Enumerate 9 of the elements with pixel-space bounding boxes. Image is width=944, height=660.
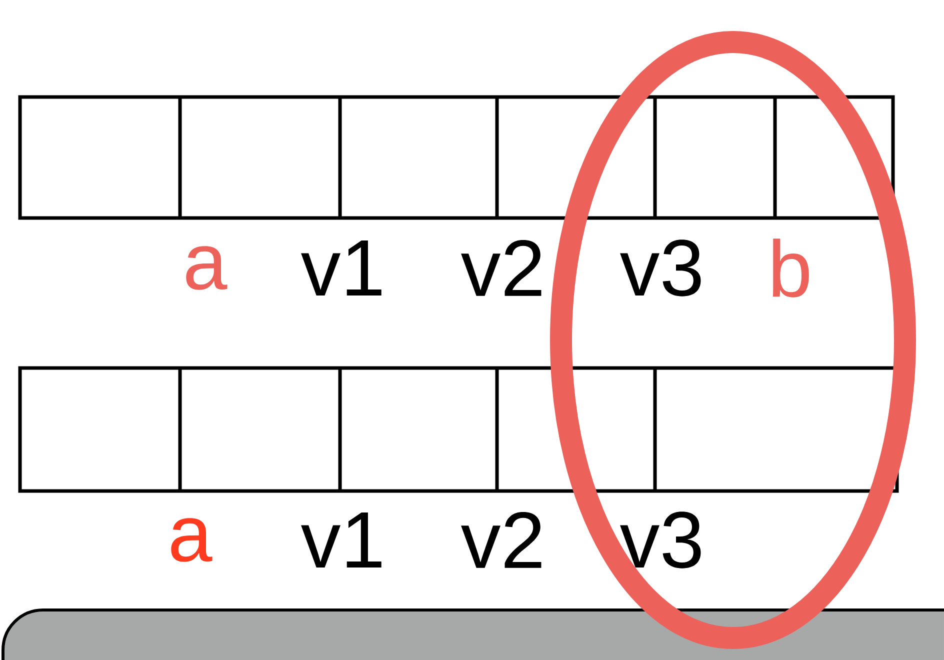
index-label: v2 <box>461 240 542 296</box>
index-label: v3 <box>620 240 701 296</box>
index-label: v1 <box>301 240 382 296</box>
index-label: a <box>186 246 228 290</box>
index-label: v2 <box>461 512 542 568</box>
index-label: a <box>171 518 212 562</box>
index-label: b <box>772 238 809 298</box>
index-label: v3 <box>620 512 701 568</box>
index-label: v1 <box>301 512 382 568</box>
